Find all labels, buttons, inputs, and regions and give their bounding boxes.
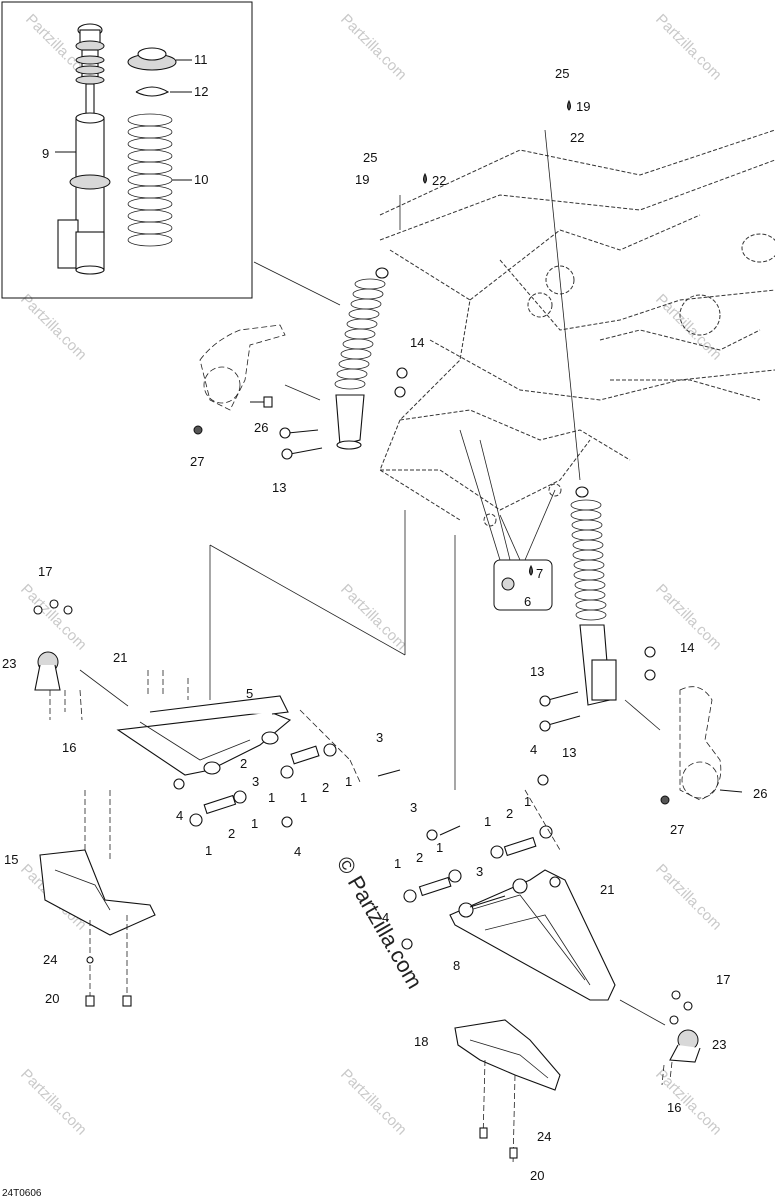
label-1: 1 <box>300 790 307 805</box>
label-26: 26 <box>753 786 767 801</box>
watermark: Partzilla.com <box>17 581 90 654</box>
label-9: 9 <box>42 146 49 161</box>
watermark: Partzilla.com <box>337 581 410 654</box>
watermark: Partzilla.com <box>17 1066 90 1139</box>
leader-lines <box>79 129 666 1026</box>
right-shock-assembly <box>493 486 743 805</box>
label-3: 3 <box>410 800 417 815</box>
label-22-lube: 22 <box>432 173 446 188</box>
left-shock-assembly <box>193 261 408 460</box>
label-2: 2 <box>506 806 513 821</box>
label-3: 3 <box>252 774 259 789</box>
vehicle-frame <box>379 129 775 527</box>
label-20: 20 <box>45 991 59 1006</box>
shock-absorber-9 <box>57 23 111 275</box>
label-24: 24 <box>537 1129 551 1144</box>
label-3: 3 <box>376 730 383 745</box>
watermark: Partzilla.com <box>337 1066 410 1139</box>
label-16: 16 <box>667 1100 681 1115</box>
label-12: 12 <box>194 84 208 99</box>
right-a-arm <box>401 774 701 1166</box>
label-19: 19 <box>355 172 369 187</box>
watermarks: Partzilla.com Partzilla.com Partzilla.co… <box>17 11 725 1139</box>
label-1: 1 <box>268 790 275 805</box>
label-2: 2 <box>240 756 247 771</box>
shock-inset <box>1 1 253 299</box>
watermark: Partzilla.com <box>652 11 725 84</box>
label-5: 5 <box>246 686 253 701</box>
lube-drop-icon <box>529 564 533 576</box>
part-labels: 9 10 11 12 25 19 22 25 19 22 14 26 27 13… <box>2 52 767 1199</box>
label-21: 21 <box>113 650 127 665</box>
label-24: 24 <box>43 952 57 967</box>
label-25: 25 <box>555 66 569 81</box>
label-23: 23 <box>2 656 16 671</box>
label-3: 3 <box>476 864 483 879</box>
label-21: 21 <box>600 882 614 897</box>
watermark: Partzilla.com <box>17 291 90 364</box>
label-15: 15 <box>4 852 18 867</box>
watermark-center: © Partzilla.com <box>332 852 428 993</box>
label-2: 2 <box>322 780 329 795</box>
label-11: 11 <box>194 52 208 67</box>
watermark: Partzilla.com <box>652 291 725 364</box>
retaining-clip-12 <box>135 86 170 97</box>
label-17: 17 <box>38 564 52 579</box>
diagram-code: 24T0606 <box>2 1188 42 1199</box>
label-1: 1 <box>484 814 491 829</box>
coil-spring-10 <box>127 113 173 247</box>
label-14: 14 <box>680 640 694 655</box>
label-20: 20 <box>530 1168 544 1183</box>
lube-drop-icon <box>567 99 571 111</box>
label-13: 13 <box>530 664 544 679</box>
label-27: 27 <box>670 822 684 837</box>
label-7-lube: 7 <box>536 566 543 581</box>
lube-drop-icon <box>423 172 427 184</box>
label-4: 4 <box>382 910 389 925</box>
label-26: 26 <box>254 420 268 435</box>
label-1: 1 <box>524 794 531 809</box>
label-23: 23 <box>712 1037 726 1052</box>
label-22: 22 <box>570 130 584 145</box>
label-2: 2 <box>416 850 423 865</box>
label-1: 1 <box>205 843 212 858</box>
label-13: 13 <box>562 745 576 760</box>
label-1: 1 <box>345 774 352 789</box>
label-6: 6 <box>524 594 531 609</box>
label-13: 13 <box>272 480 286 495</box>
left-a-arm <box>33 599 401 1007</box>
label-1: 1 <box>251 816 258 831</box>
label-17: 17 <box>716 972 730 987</box>
label-18: 18 <box>414 1034 428 1049</box>
label-4: 4 <box>530 742 537 757</box>
label-2: 2 <box>228 826 235 841</box>
watermark: Partzilla.com <box>652 861 725 934</box>
label-1: 1 <box>436 840 443 855</box>
label-27: 27 <box>190 454 204 469</box>
label-19-lube: 19 <box>576 99 590 114</box>
watermark: Partzilla.com <box>337 11 410 84</box>
label-4: 4 <box>294 844 301 859</box>
label-14: 14 <box>410 335 424 350</box>
label-1: 1 <box>394 856 401 871</box>
label-16: 16 <box>62 740 76 755</box>
label-25: 25 <box>363 150 377 165</box>
label-4: 4 <box>176 808 183 823</box>
label-10: 10 <box>194 172 208 187</box>
label-8: 8 <box>453 958 460 973</box>
